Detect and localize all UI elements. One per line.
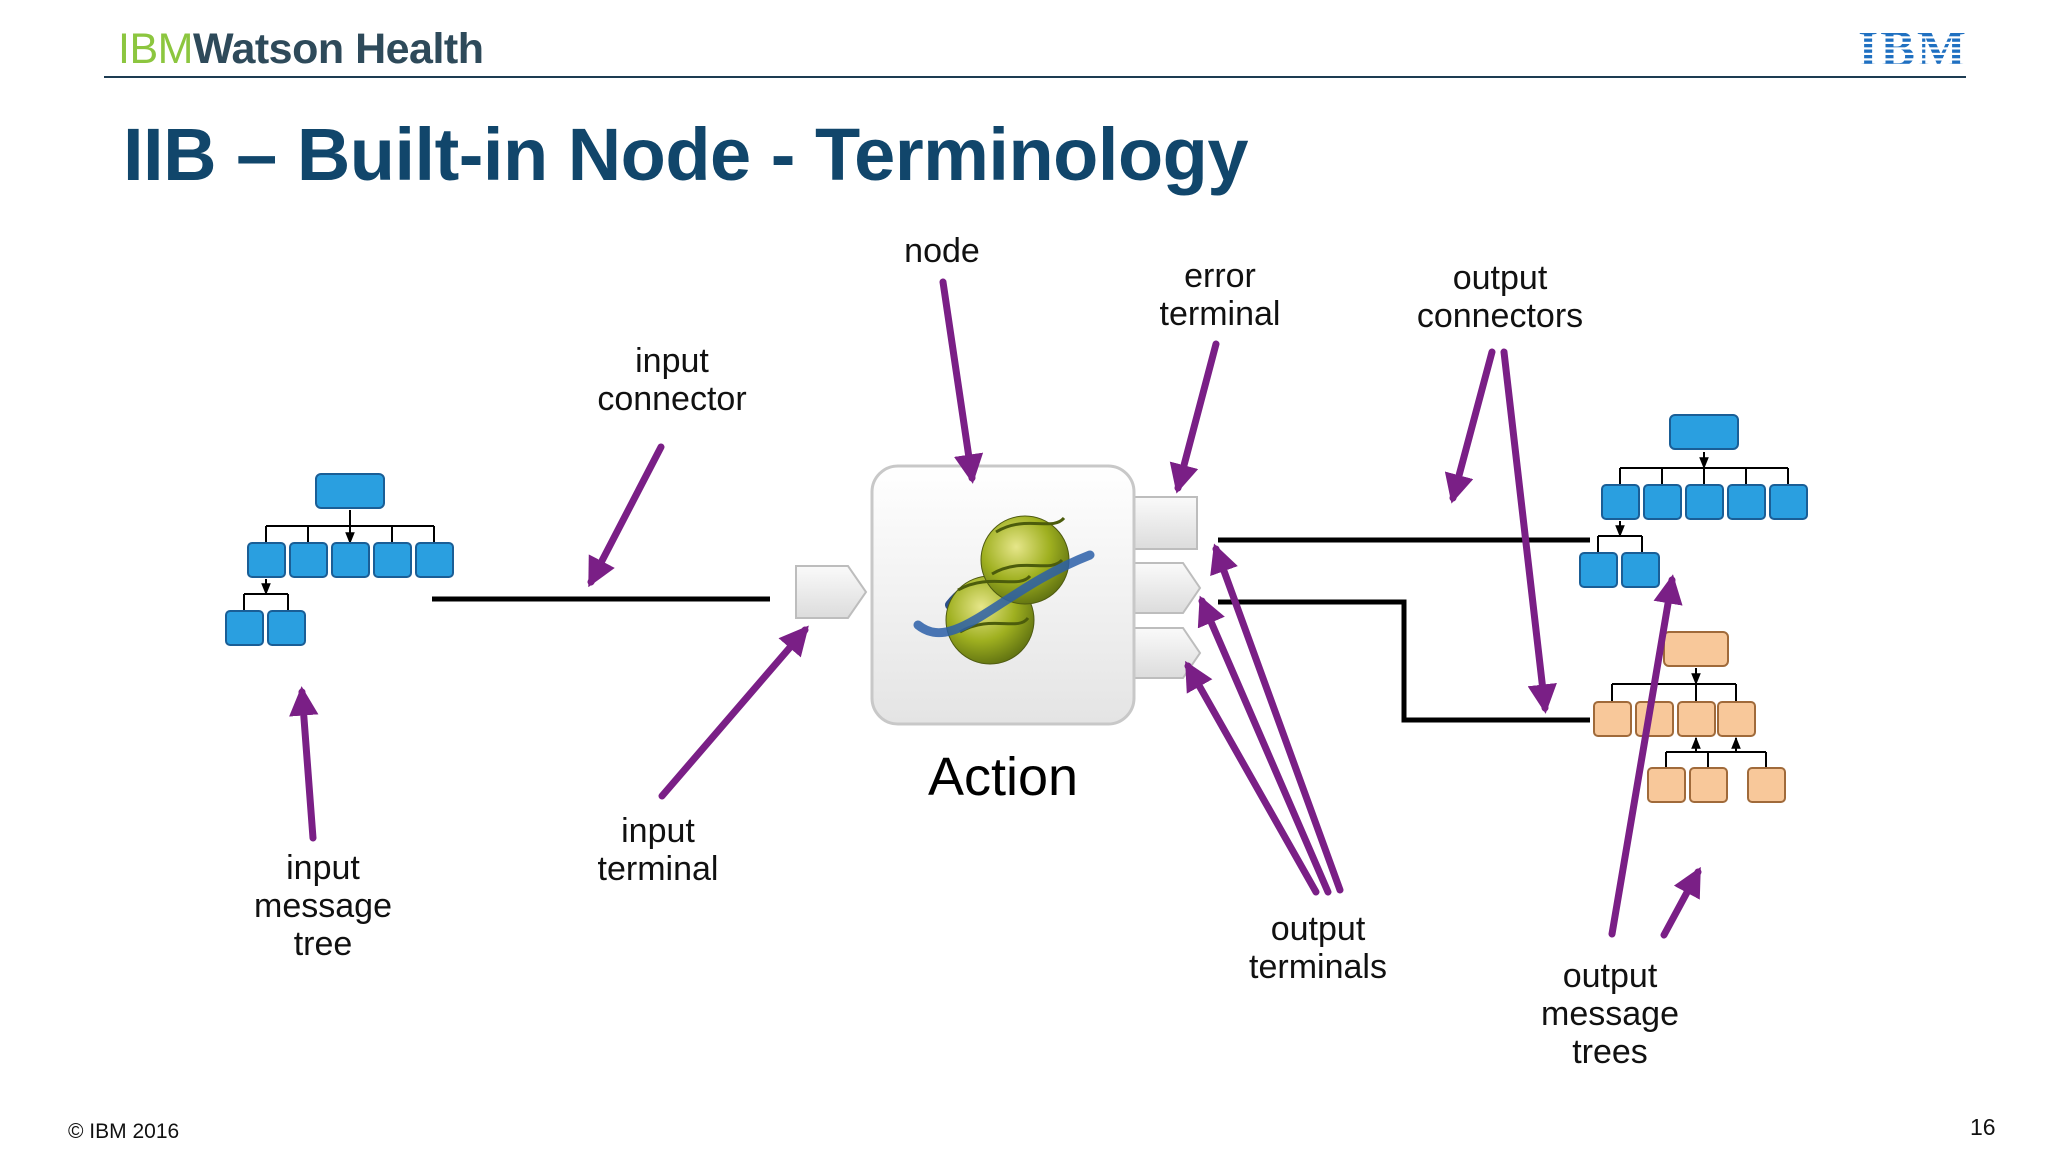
error-terminal-shape xyxy=(1129,496,1198,550)
node-arrow xyxy=(939,278,984,484)
tree-node xyxy=(1727,484,1766,520)
output-connector-arrow xyxy=(1444,348,1496,504)
input-connector-arrow xyxy=(587,443,665,588)
tree-node xyxy=(225,610,264,646)
tree-node xyxy=(1593,701,1632,737)
action-node: Action xyxy=(795,464,1202,807)
output-message-tree-arrow xyxy=(1608,574,1683,938)
tree-node xyxy=(1643,484,1682,520)
input-message-tree xyxy=(225,473,454,646)
output-message-tree-arrow xyxy=(1660,866,1702,939)
label-node: node xyxy=(904,232,980,270)
output-message-tree-orange xyxy=(1593,631,1786,803)
pointer-arrows xyxy=(289,278,1702,939)
tree-node xyxy=(1677,701,1716,737)
page-number: 16 xyxy=(1970,1114,1996,1140)
input-message-tree-arrow xyxy=(289,686,319,842)
ibm-logo: IBM xyxy=(1858,22,1968,72)
tree-node xyxy=(289,542,328,578)
tree-node xyxy=(1717,701,1756,737)
ibm-logo-text: IBM xyxy=(1858,22,1968,72)
output-terminal-arrow xyxy=(1184,660,1320,896)
tree-node xyxy=(1685,484,1724,520)
tree-node xyxy=(1601,484,1640,520)
tree-node xyxy=(1689,767,1728,803)
input-terminal-arrow xyxy=(658,625,809,800)
output-terminal-arrow xyxy=(1210,543,1344,894)
tree-node xyxy=(247,542,286,578)
slide-title: IIB – Built-in Node - Terminology xyxy=(123,113,1249,196)
tree-node xyxy=(373,542,412,578)
header-brand: IBMWatson Health xyxy=(118,22,484,76)
tree-node xyxy=(1579,552,1618,588)
tree-node xyxy=(331,542,370,578)
brand-watson-health-text: Watson Health xyxy=(192,25,484,73)
input-terminal xyxy=(795,565,868,619)
tree-node xyxy=(415,542,454,578)
output-terminal-arrow xyxy=(1197,595,1332,896)
tree-node xyxy=(315,473,385,509)
error-terminal-arrow xyxy=(1169,340,1220,494)
tree-node xyxy=(1647,767,1686,803)
brand-ibm-text: IBM xyxy=(118,25,193,73)
tree-node xyxy=(1747,767,1786,803)
tree-node xyxy=(1635,701,1674,737)
tree-node xyxy=(1663,631,1729,667)
tree-node xyxy=(1621,552,1660,588)
footer-copyright: © IBM 2016 xyxy=(68,1120,180,1143)
header-divider xyxy=(104,76,1966,78)
tree-node xyxy=(1769,484,1808,520)
node-name-label: Action xyxy=(928,747,1078,807)
tree-node xyxy=(1669,414,1739,450)
node-compute-icon xyxy=(913,515,1095,665)
output-connector-arrow xyxy=(1500,348,1557,714)
output-terminal-shape xyxy=(1129,562,1202,614)
output-message-tree-blue xyxy=(1579,414,1808,588)
tree-node xyxy=(267,610,306,646)
